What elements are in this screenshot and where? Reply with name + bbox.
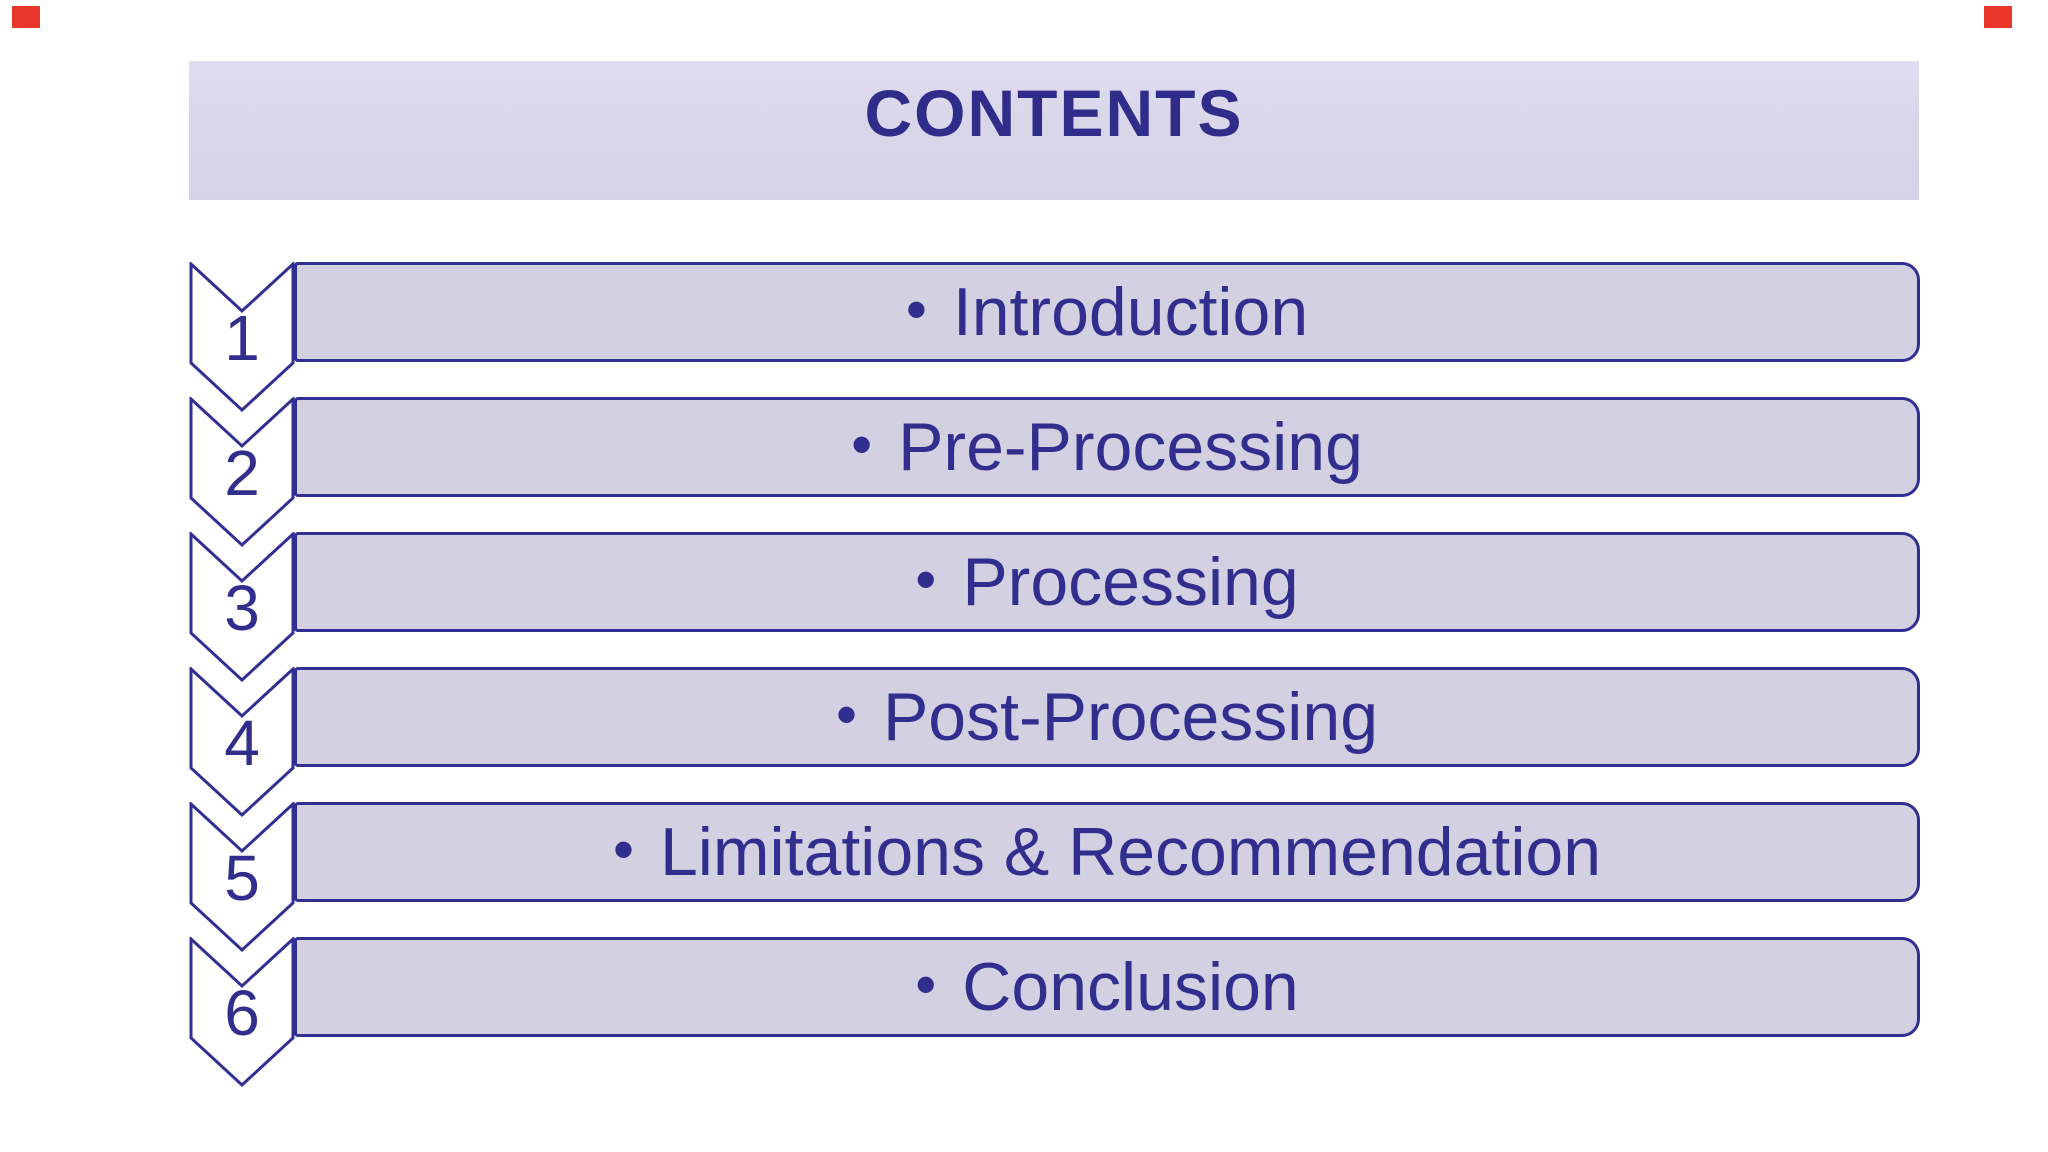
page-title: CONTENTS [864, 76, 1244, 150]
bullet-icon: • [915, 951, 937, 1018]
item-number: 2 [224, 437, 260, 509]
item-number: 1 [224, 302, 260, 374]
list-item: • Limitations & Recommendation [294, 802, 1920, 902]
bullet-icon: • [612, 816, 634, 883]
list-item-label: Conclusion [962, 949, 1299, 1025]
list-item-label: Pre-Processing [898, 409, 1363, 485]
red-corner-mark-left [12, 6, 40, 28]
item-number: 6 [224, 977, 260, 1049]
chevron-banner-icon: 1 [189, 262, 295, 412]
list-item: • Processing [294, 532, 1920, 632]
list-item: • Conclusion [294, 937, 1920, 1037]
list-item-label: Introduction [952, 274, 1309, 350]
chevron-banner-icon: 5 [189, 802, 295, 952]
header-bar: CONTENTS [189, 61, 1919, 200]
red-corner-mark-right [1984, 6, 2012, 28]
bullet-icon: • [851, 411, 873, 478]
list-item: • Pre-Processing [294, 397, 1920, 497]
list-item-label: Post-Processing [882, 679, 1379, 755]
list-item-label: Limitations & Recommendation [659, 814, 1602, 890]
item-number: 3 [224, 572, 260, 644]
item-number: 5 [224, 842, 260, 914]
chevron-banner-icon: 6 [189, 937, 295, 1087]
list-item: • Post-Processing [294, 667, 1920, 767]
item-number: 4 [224, 707, 260, 779]
bullet-icon: • [915, 546, 937, 613]
bullet-icon: • [835, 681, 857, 748]
bullet-icon: • [905, 276, 927, 343]
chevron-banner-icon: 3 [189, 532, 295, 682]
list-item-label: Processing [962, 544, 1299, 620]
list-item: • Introduction [294, 262, 1920, 362]
chevron-banner-icon: 2 [189, 397, 295, 547]
chevron-banner-icon: 4 [189, 667, 295, 817]
